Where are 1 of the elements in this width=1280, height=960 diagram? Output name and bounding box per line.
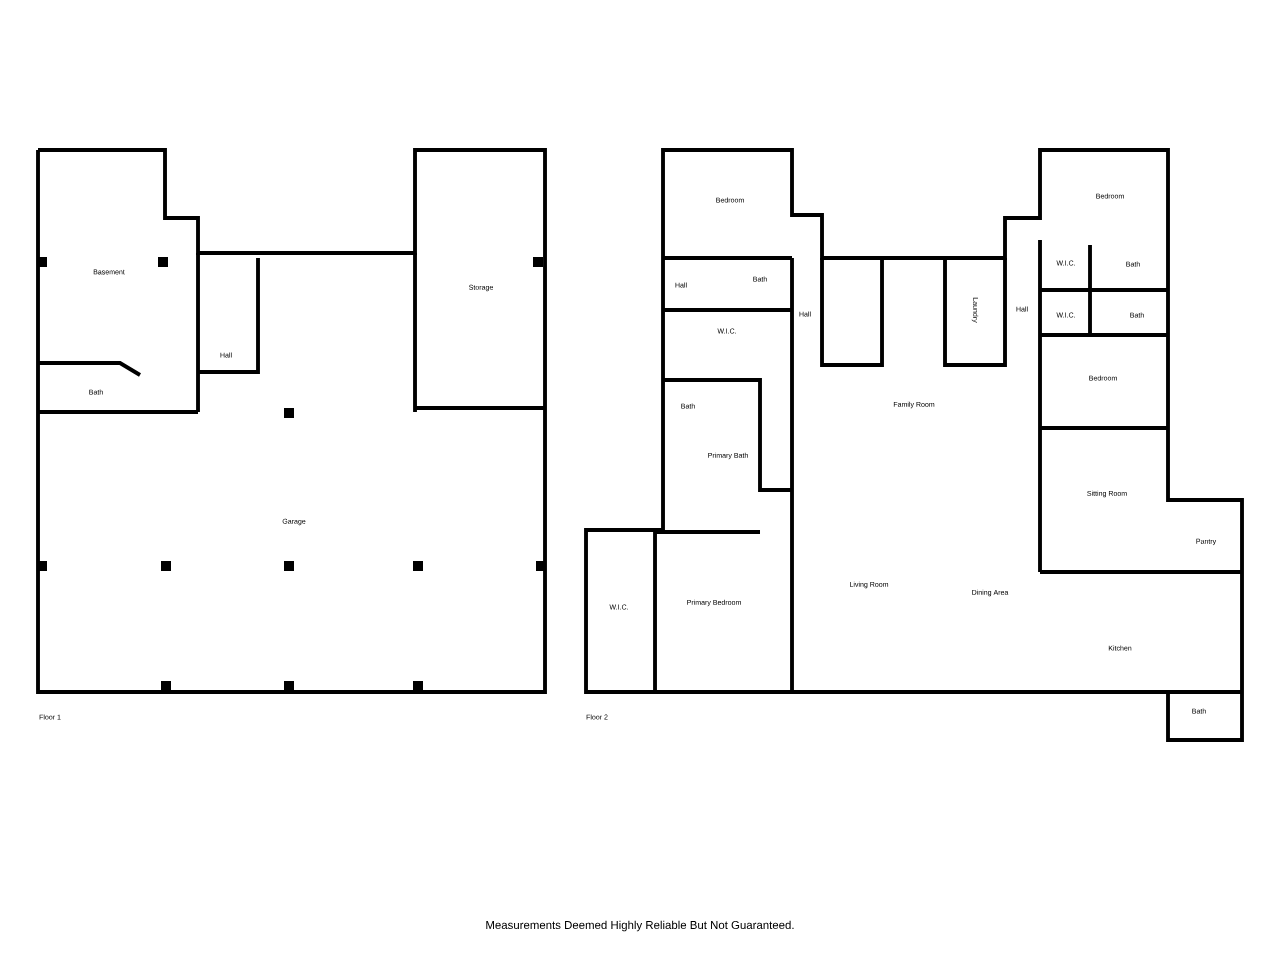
footer-note: Measurements Deemed Highly Reliable But Not Guaranteed. [486, 920, 794, 932]
